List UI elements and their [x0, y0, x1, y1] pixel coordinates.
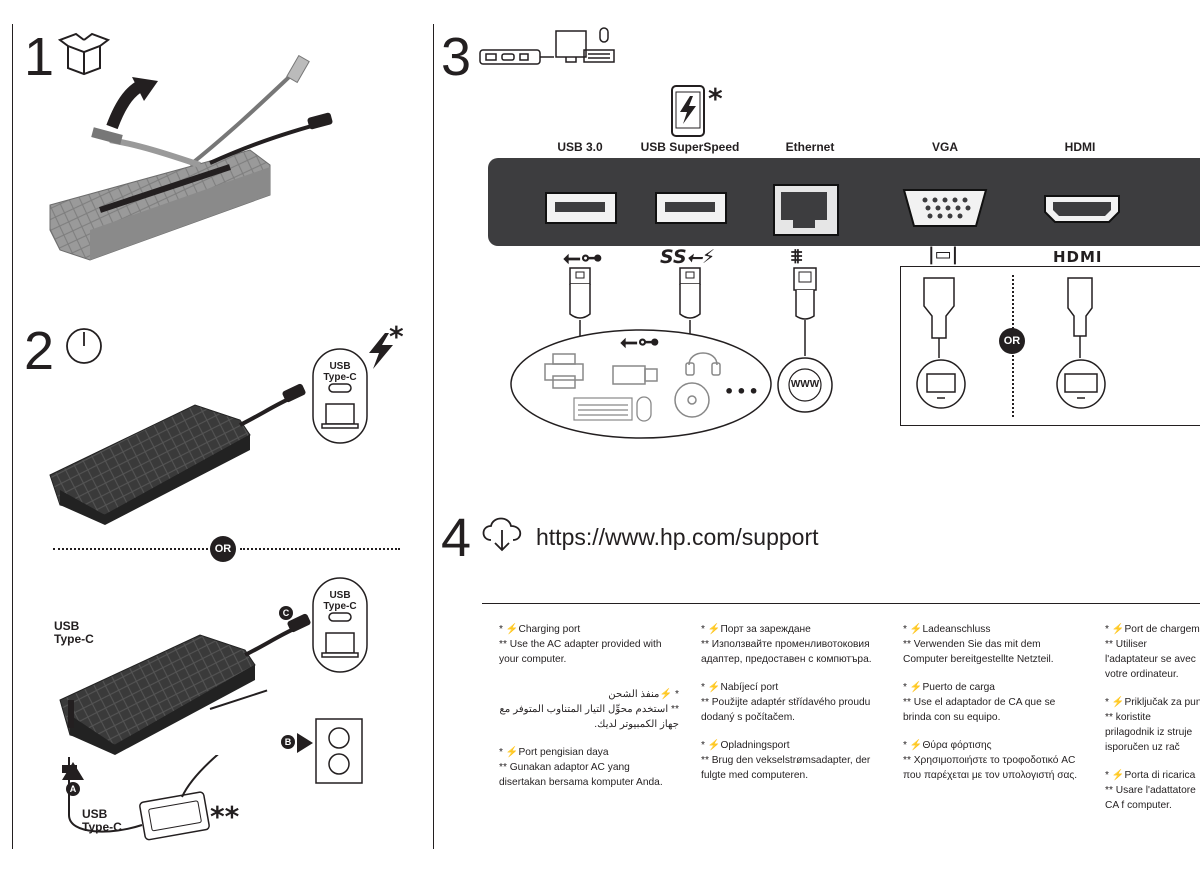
wall-outlet-icon	[315, 718, 363, 784]
optical-drive-icon	[674, 382, 710, 418]
headphones-icon	[685, 352, 721, 376]
footnote-id: * ⚡Port pengisian daya** Gunakan adaptor…	[499, 747, 663, 788]
ethernet-cable	[793, 267, 817, 356]
vga-port	[902, 189, 988, 227]
step-4-number: 4	[441, 508, 472, 568]
left-divider	[12, 24, 13, 849]
footnote-it: * ⚡Porta di ricarica** Usare l'adattator…	[1105, 770, 1196, 811]
port-label-hdmi: HDMI	[1064, 140, 1096, 154]
port-label-ethernet: Ethernet	[785, 140, 835, 154]
or-badge: OR	[210, 536, 236, 562]
usb-devices-usb-icon: ⭠⊶	[620, 330, 660, 355]
footnote-col-1: * ⚡Charging port** Use the AC adapter pr…	[484, 622, 679, 803]
keyboard-icon	[573, 397, 633, 421]
dock-illustration-top	[49, 383, 306, 525]
step-1-number: 1	[24, 27, 55, 87]
footnote-col-3: * ⚡Ladeanschluss** Verwenden Sie das mit…	[888, 622, 1083, 796]
support-url[interactable]: https://www.hp.com/support	[536, 524, 819, 550]
middle-divider	[433, 24, 434, 849]
dock-to-computer-icon	[479, 27, 615, 65]
charging-bolt-icon	[369, 333, 393, 369]
footnote-col-2: * ⚡Порт за зареждане** Използвайте проме…	[686, 622, 881, 796]
ethernet-port	[773, 184, 839, 236]
usb-typec-label-top: USB Type-C	[323, 361, 357, 383]
footnote-da: * ⚡Opladningsport** Brug den vekselstrøm…	[701, 740, 871, 781]
vga-symbol-icon: |▭|	[928, 244, 959, 265]
usb-flash-drive-icon	[612, 365, 658, 385]
usb-cable-2	[679, 267, 701, 336]
footnote-fr: * ⚡Port de chargement** Utiliser l'adapt…	[1105, 624, 1200, 680]
footnote-col-4: * ⚡Port de chargement** Utiliser l'adapt…	[1090, 622, 1200, 826]
footnote-en: * ⚡Charging port** Use the AC adapter pr…	[499, 624, 662, 665]
dock-unpacking-illustration	[49, 55, 333, 261]
dock-illustration-bottom	[59, 613, 311, 755]
port-label-usb-superspeed: USB SuperSpeed	[640, 140, 740, 154]
superspeed-charging-symbol-icon: SS⭠⚡	[660, 246, 716, 268]
usb-typec-label-bottom: USB Type-C	[82, 807, 122, 834]
more-devices: •••	[724, 382, 761, 401]
footnotes-divider	[482, 603, 1200, 604]
footnote-cs: * ⚡Nabíjecí port** Použijte adaptér stří…	[701, 682, 871, 723]
arrow-up-icon	[62, 762, 84, 780]
hdmi-port	[1044, 195, 1120, 223]
footnote-star: *	[389, 320, 404, 353]
port-label-usb30: USB 3.0	[557, 140, 603, 154]
footnote-bg: * ⚡Порт за зареждане** Използвайте проме…	[701, 624, 872, 665]
footnote-es: * ⚡Puerto de carga** Use el adaptador de…	[903, 682, 1056, 723]
usb-cable-1	[569, 267, 591, 336]
display-or-badge: OR	[999, 328, 1025, 354]
printer-icon	[544, 353, 584, 389]
power-icon	[66, 328, 102, 364]
usb30-port	[545, 192, 617, 224]
badge-c: C	[279, 606, 293, 620]
vga-monitor-icon	[916, 359, 966, 409]
internet-globe-icon	[777, 357, 833, 413]
usb-typec-label-side: USB Type-C	[54, 619, 94, 646]
arrow-right-icon	[297, 733, 313, 753]
footnote-de: * ⚡Ladeanschluss** Verwenden Sie das mit…	[903, 624, 1054, 665]
open-box-icon	[58, 32, 110, 76]
usb-superspeed-port	[655, 192, 727, 224]
cloud-download-icon	[482, 517, 522, 552]
step-3-number: 3	[441, 27, 472, 87]
usb-typec-callout-bottom	[312, 577, 368, 673]
vga-cable	[923, 277, 955, 358]
or-divider-left	[53, 548, 208, 550]
or-divider-right	[240, 548, 400, 550]
usb-typec-callout-top	[312, 348, 368, 444]
display-options-box	[900, 266, 1200, 426]
badge-b: B	[281, 735, 295, 749]
hdmi-symbol-icon: HDMI	[1053, 248, 1103, 266]
step-2-number: 2	[24, 321, 55, 381]
hdmi-monitor-icon	[1056, 359, 1106, 409]
badge-a: A	[66, 782, 80, 796]
www-label: WWW	[790, 379, 820, 390]
hdmi-cable	[1067, 277, 1093, 358]
footnote-el: * ⚡Θύρα φόρτισης** Χρησιμοποιήστε το τρο…	[903, 740, 1078, 781]
footnote-ar: * ⚡منفذ الشحن** استخدم محوِّل التيار الم…	[499, 689, 679, 730]
usb-symbol-icon: ⭠⊶	[563, 246, 603, 271]
mouse-icon	[636, 396, 652, 422]
footnote-double-star: **	[210, 800, 240, 833]
charging-phone-icon	[671, 85, 705, 137]
port-label-vga: VGA	[931, 140, 958, 154]
network-symbol-icon: ⩨	[791, 244, 803, 268]
phone-footnote-star: *	[708, 82, 723, 115]
usb-typec-label-bottom-callout: USB Type-C	[323, 590, 357, 612]
footnote-hr: * ⚡Priključak za punjenj** koristite pri…	[1105, 697, 1200, 753]
